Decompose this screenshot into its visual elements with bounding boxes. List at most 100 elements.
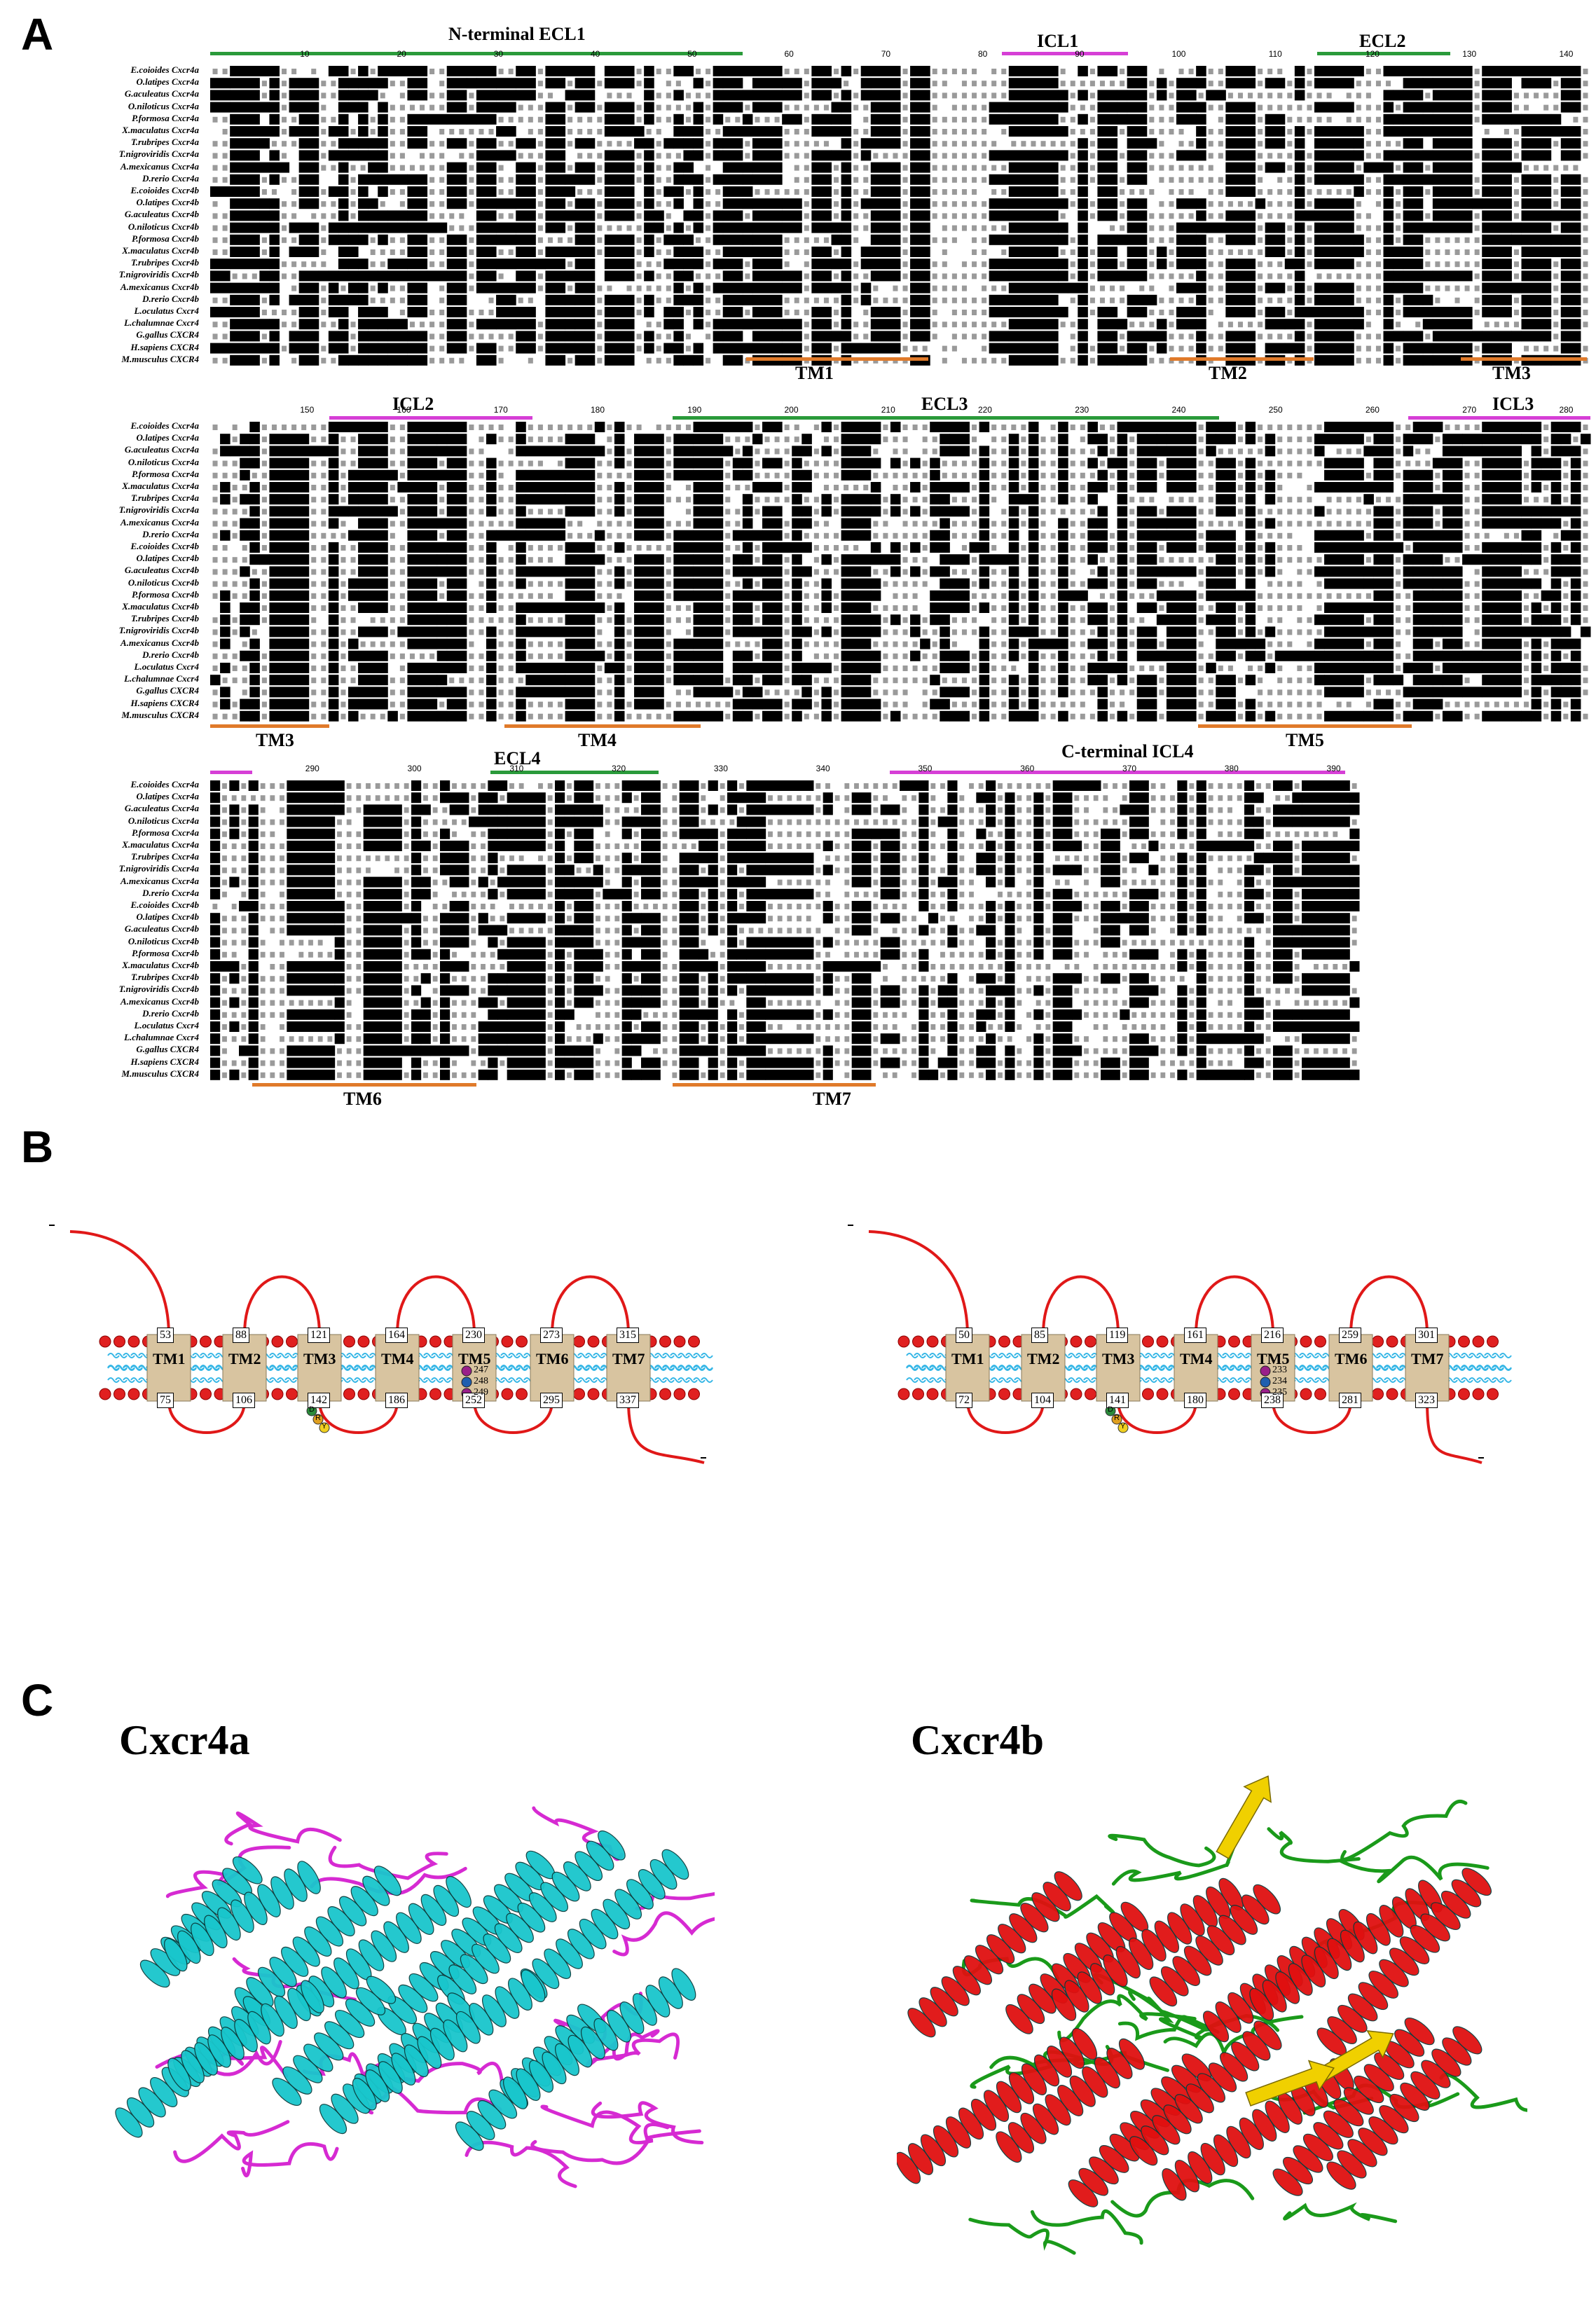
alpha-helix xyxy=(352,1969,546,2111)
lipid-tail xyxy=(1468,1353,1481,1358)
species-label: P.formosa Cxcr4b xyxy=(132,947,199,958)
species-label: X.maculatus Cxcr4b xyxy=(122,960,199,970)
lipid-tail xyxy=(431,1353,443,1358)
lipid-tail xyxy=(284,1353,297,1358)
lipid-tail xyxy=(284,1365,297,1370)
lipid-head xyxy=(1300,1335,1312,1348)
lipid-tail xyxy=(693,1377,706,1383)
species-label: O.latipes Cxcr4a xyxy=(136,432,199,443)
lipid-tail xyxy=(1499,1365,1512,1370)
lipid-head xyxy=(1458,1335,1470,1348)
lipid-head xyxy=(516,1388,528,1400)
lipid-tail xyxy=(1307,1377,1319,1383)
tm-label: TM7 xyxy=(1411,1350,1444,1367)
tm-helix xyxy=(1328,1334,1373,1402)
lipid-head xyxy=(587,1388,600,1400)
species-label: X.maculatus Cxcr4a xyxy=(122,125,199,135)
lipid-tail xyxy=(654,1365,667,1370)
lipid-tail xyxy=(585,1365,598,1370)
dry-letter: R xyxy=(315,1414,321,1422)
lipid-head xyxy=(1487,1388,1499,1400)
lipid-tail xyxy=(998,1353,1011,1358)
tm-bottom-residue: 180 xyxy=(1184,1393,1206,1408)
region-bar xyxy=(210,771,252,774)
tm-bottom-residue: 252 xyxy=(462,1393,485,1408)
lipid-tail xyxy=(906,1365,919,1370)
lipid-head xyxy=(926,1388,939,1400)
lipid-tail xyxy=(1006,1377,1019,1383)
alignment-residues xyxy=(210,416,1591,728)
lipid-tail xyxy=(662,1377,675,1383)
lipid-tail xyxy=(500,1353,513,1358)
tm-top-residue: 88 xyxy=(233,1328,249,1343)
species-label: H.sapiens CXCR4 xyxy=(130,1056,199,1067)
species-label: O.niloticus Cxcr4a xyxy=(128,815,199,826)
tm-bottom-residue: 281 xyxy=(1339,1393,1361,1408)
alpha-helix xyxy=(1149,1884,1281,2007)
species-label: L.oculatus Cxcr4 xyxy=(134,305,199,316)
lipid-tail xyxy=(670,1365,682,1370)
tm-helix xyxy=(1021,1334,1066,1402)
lipid-tail xyxy=(921,1353,934,1358)
lipid-head xyxy=(357,1388,370,1400)
species-label: O.niloticus Cxcr4b xyxy=(128,221,199,232)
species-label: M.musculus CXCR4 xyxy=(121,1068,199,1079)
species-label: G.aculeatus Cxcr4b xyxy=(124,923,199,935)
tm-top-residue: 121 xyxy=(308,1328,330,1343)
end-residue xyxy=(701,1457,706,1459)
coil-loop xyxy=(1267,1827,1361,1863)
coil-loop xyxy=(540,2104,701,2145)
lipid-tail xyxy=(1499,1377,1512,1383)
lipid-head xyxy=(1300,1388,1312,1400)
lipid-tail xyxy=(1384,1365,1396,1370)
tm-helix xyxy=(146,1334,191,1402)
lipid-head xyxy=(1228,1335,1240,1348)
species-label: E.coioides Cxcr4b xyxy=(130,541,200,551)
lipid-tail xyxy=(192,1353,205,1358)
lipid-head xyxy=(659,1335,671,1348)
lipid-tail xyxy=(1391,1353,1404,1358)
lipid-tail xyxy=(1068,1353,1080,1358)
lipid-head xyxy=(286,1335,298,1348)
lipid-tail xyxy=(1299,1377,1312,1383)
intracellular-loop xyxy=(318,1400,399,1434)
ruler-number: 140 xyxy=(1559,49,1574,59)
species-label: L.chalumnae Cxcr4 xyxy=(124,673,199,684)
coil-loop xyxy=(1030,2209,1143,2245)
lipid-tail xyxy=(1083,1365,1096,1370)
lipid-tail xyxy=(906,1377,919,1383)
lipid-head xyxy=(1386,1335,1398,1348)
tm-label: TM3 xyxy=(303,1350,336,1367)
lipid-tail xyxy=(593,1365,605,1370)
tm-bottom-residue: 337 xyxy=(617,1393,639,1408)
lipid-tail xyxy=(1314,1377,1327,1383)
region-label-cterm-icl4: C-terminal ICL4 xyxy=(1061,741,1194,761)
region-bar xyxy=(490,771,659,774)
lipid-tail xyxy=(1468,1365,1481,1370)
region-bar xyxy=(1408,416,1590,420)
ruler-number: 200 xyxy=(784,405,799,415)
lipid-head xyxy=(271,1335,284,1348)
lipid-tail xyxy=(685,1365,698,1370)
species-label: A.mexicanus Cxcr4a xyxy=(121,875,199,886)
lipid-tail xyxy=(929,1353,942,1358)
lipid-tail xyxy=(192,1377,205,1383)
lipid-head xyxy=(1372,1388,1384,1400)
lipid-tail xyxy=(1391,1377,1404,1383)
tm-top-residue: 230 xyxy=(462,1328,485,1343)
lipid-tail xyxy=(107,1353,120,1358)
lipid-tail xyxy=(1006,1353,1019,1358)
lipid-head xyxy=(673,1388,686,1400)
lipid-head xyxy=(1386,1388,1398,1400)
motif-residue xyxy=(461,1377,472,1388)
model-title-cxcr4a: Cxcr4a xyxy=(119,1717,250,1763)
lipid-tail xyxy=(115,1377,128,1383)
species-label: D.rerio Cxcr4b xyxy=(142,1007,199,1019)
region-bar xyxy=(210,52,743,55)
lipid-head xyxy=(912,1335,924,1348)
coil-loop xyxy=(328,1845,448,1880)
species-label: O.niloticus Cxcr4a xyxy=(128,100,199,111)
lipid-tail xyxy=(929,1365,942,1370)
region-bar xyxy=(890,771,1345,774)
